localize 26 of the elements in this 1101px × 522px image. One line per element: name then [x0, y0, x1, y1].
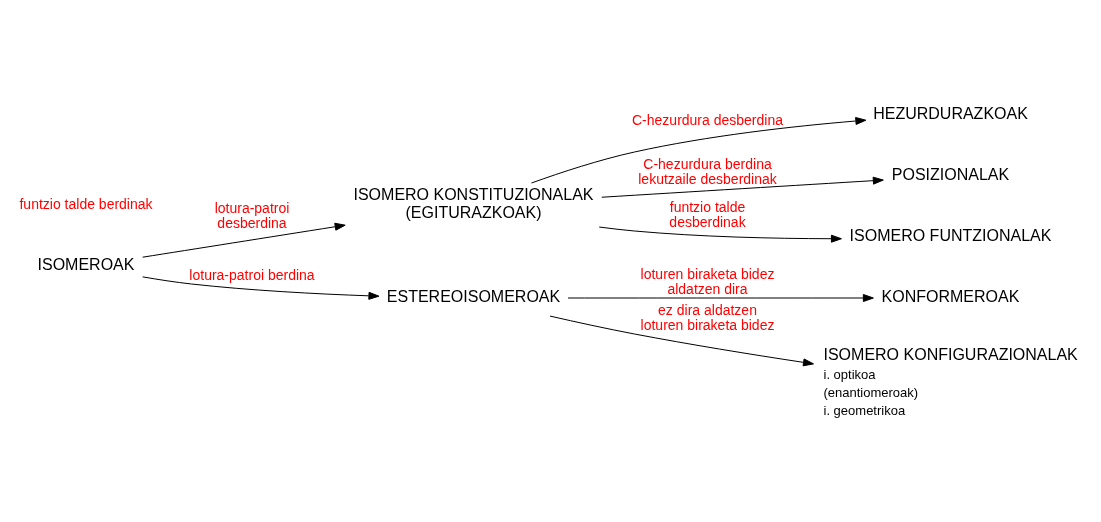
edge-label: lotura-patroi berdina — [189, 267, 315, 284]
node-text: ISOMERO KONFIGURAZIONALAK — [823, 345, 1078, 363]
node-text: ISOMERO FUNTZIONALAK — [849, 226, 1052, 244]
edge-label: lotura-patroi desberdina — [214, 200, 290, 232]
edge-label: C-hezurdura desberdina — [632, 112, 783, 129]
node-label: i. geometrikoa — [823, 403, 906, 419]
arrow — [567, 294, 874, 302]
node-label: i. optikoa — [823, 367, 876, 383]
node-label: (enantiomeroak) — [823, 385, 919, 401]
node-text: KONFORMEROAK — [881, 287, 1020, 305]
edge-label: ez dira aldatzen loturen biraketa bidez — [640, 302, 775, 334]
arrow — [530, 117, 867, 184]
arrow — [601, 176, 884, 198]
edge-label: loturen biraketa bidez aldatzen dira — [640, 266, 775, 298]
node-text: ISOMEROAK — [37, 255, 135, 273]
node-text: ESTEREOISOMEROAK — [386, 287, 561, 305]
arrow — [598, 226, 842, 243]
node-text: POSIZIONALAK — [891, 165, 1010, 183]
edge-label: funtzio talde desberdinak — [669, 199, 746, 231]
node-text: HEZURDURAZKOAK — [873, 104, 1028, 122]
edge-label: C-hezurdura berdina lekutzaile desberdinak — [638, 156, 777, 188]
label: funtzio talde berdinak — [19, 195, 153, 212]
arrow — [142, 222, 346, 258]
arrow — [549, 315, 814, 367]
arrow — [142, 276, 380, 300]
node-text: ISOMERO KONSTITUZIONALAK (EGITURAZKOAK) — [353, 185, 594, 221]
